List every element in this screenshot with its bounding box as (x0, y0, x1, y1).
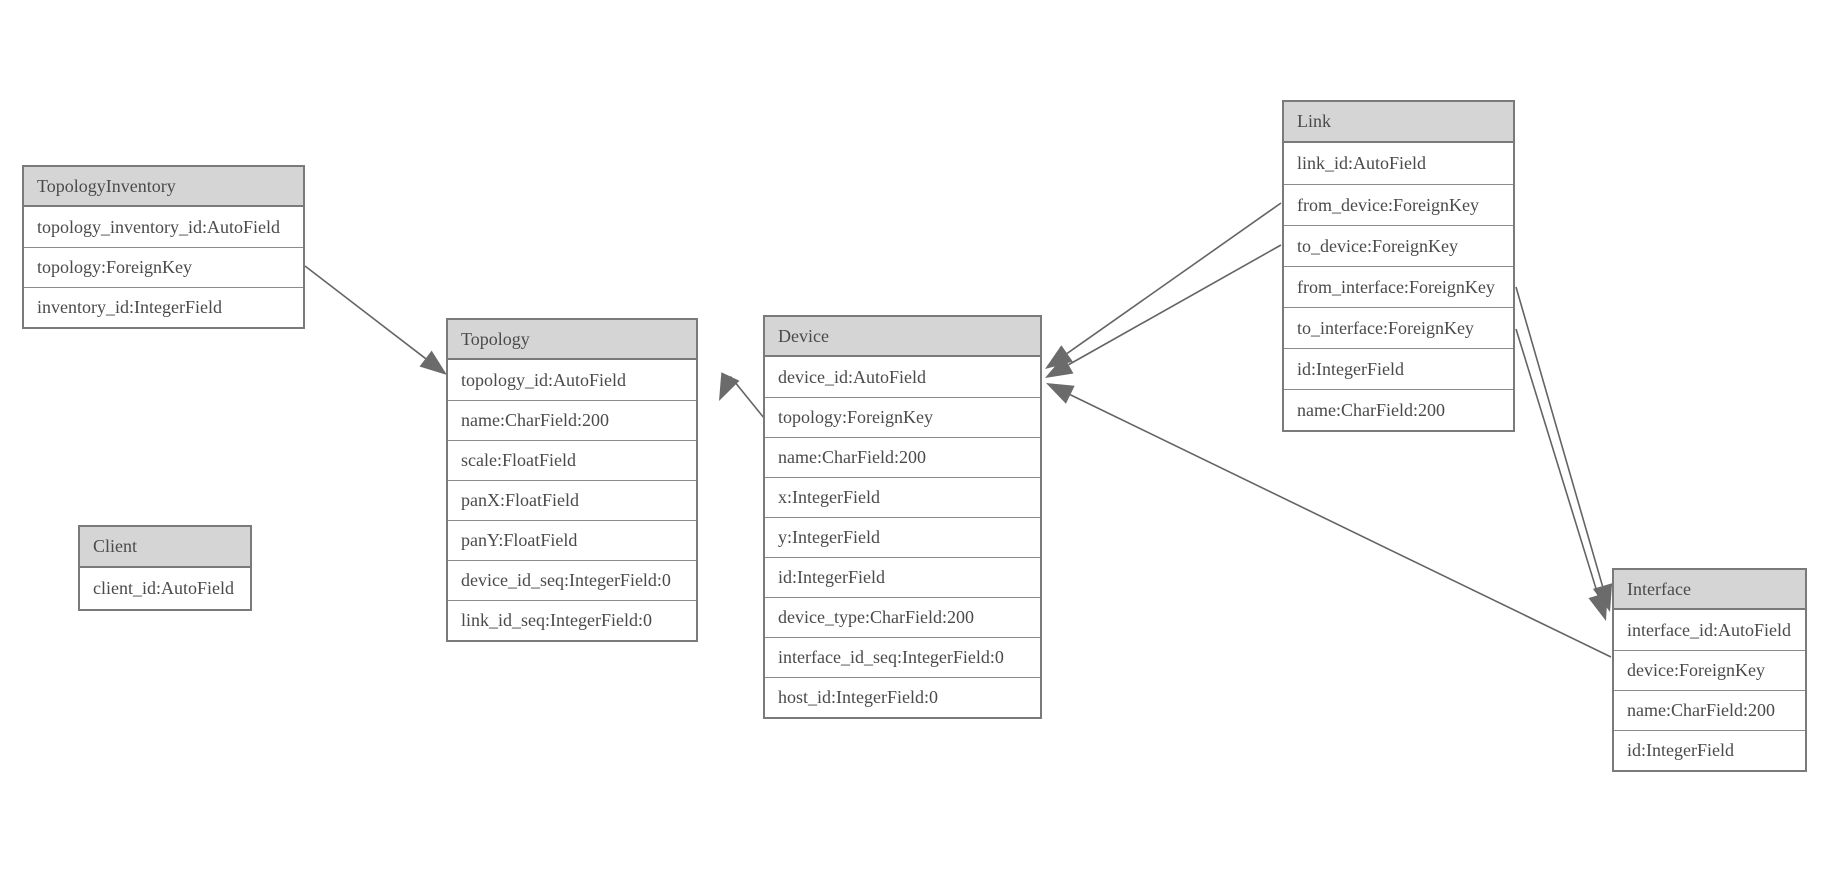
entity-field-row: inventory_id:IntegerField (24, 287, 303, 327)
entity-field-row: device_id_seq:IntegerField:0 (448, 560, 696, 600)
arrowhead-topologyinventory-topology (419, 350, 447, 375)
entity-field-row: interface_id:AutoField (1627, 619, 1791, 640)
entity-field-row: device_type:CharField:200 (765, 597, 1040, 637)
entity-field-row: name:CharField:200 (765, 437, 1040, 477)
entity-title-link: Link (1284, 102, 1513, 143)
arrowhead-link-to-interface (1588, 592, 1608, 621)
entity-field-row: client_id:AutoField (93, 578, 234, 598)
entity-field-row: from_device:ForeignKey (1284, 184, 1513, 225)
arrowhead-interface-device (1046, 383, 1075, 404)
entity-table-link: Link link_id:AutoField from_device:Foreign… (1282, 100, 1515, 432)
entity-field-row: panX:FloatField (448, 480, 696, 520)
entity-field-row: name:CharField:200 (1614, 690, 1805, 730)
entity-title-client: Client (80, 527, 250, 568)
entity-field-row: id:IntegerField (765, 557, 1040, 597)
entity-table-device: Device device_id:AutoField topology:Foreig… (763, 315, 1042, 719)
entity-field-row: link_id_seq:IntegerField:0 (448, 600, 696, 640)
entity-field-row: host_id:IntegerField:0 (765, 677, 1040, 717)
edge-link-from-device (1066, 202, 1282, 355)
entity-table-topologyinventory: TopologyInventory topology_inventory_id:A… (22, 165, 305, 329)
entity-field-row: x:IntegerField (765, 477, 1040, 517)
entity-table-client: Client client_id:AutoField (78, 525, 252, 611)
entity-field-row: y:IntegerField (765, 517, 1040, 557)
entity-field-row: from_interface:ForeignKey (1284, 266, 1513, 307)
entity-title-topology: Topology (448, 320, 696, 360)
entity-title-device: Device (765, 317, 1040, 357)
entity-field-row: scale:FloatField (448, 440, 696, 480)
edge-interface-device (1069, 394, 1612, 658)
entity-table-interface: Interface interface_id:AutoField device:Fo… (1612, 568, 1807, 772)
edge-link-to-device (1068, 244, 1282, 366)
entity-field-row: to_device:ForeignKey (1284, 225, 1513, 266)
entity-title-topologyinventory: TopologyInventory (24, 167, 303, 207)
entity-field-row: interface_id_seq:IntegerField:0 (765, 637, 1040, 677)
entity-field-row: device:ForeignKey (1614, 650, 1805, 690)
entity-title-interface: Interface (1614, 570, 1805, 610)
entity-field-row: name:CharField:200 (448, 400, 696, 440)
arrowhead-link-to-device (1045, 356, 1074, 378)
entity-field-row: topology:ForeignKey (24, 247, 303, 287)
entity-field-row: id:IntegerField (1614, 730, 1805, 770)
entity-field-row: to_interface:ForeignKey (1284, 307, 1513, 348)
edge-link-to-interface (1515, 328, 1599, 596)
edge-topologyinventory-topology (304, 265, 427, 360)
entity-field-row: topology:ForeignKey (765, 397, 1040, 437)
entity-field-row: device_id:AutoField (778, 366, 926, 387)
entity-field-row: name:CharField:200 (1284, 389, 1513, 430)
edge-link-from-interface (1515, 286, 1604, 587)
entity-field-row: link_id:AutoField (1297, 153, 1427, 173)
entity-field-row: id:IntegerField (1284, 348, 1513, 389)
arrowhead-device-topology (719, 372, 740, 401)
entity-field-row: panY:FloatField (448, 520, 696, 560)
entity-table-topology: Topology topology_id:AutoField name:CharFi… (446, 318, 698, 642)
entity-field-row: topology_id:AutoField (461, 369, 627, 390)
entity-field-row: topology_inventory_id:AutoField (37, 216, 280, 237)
